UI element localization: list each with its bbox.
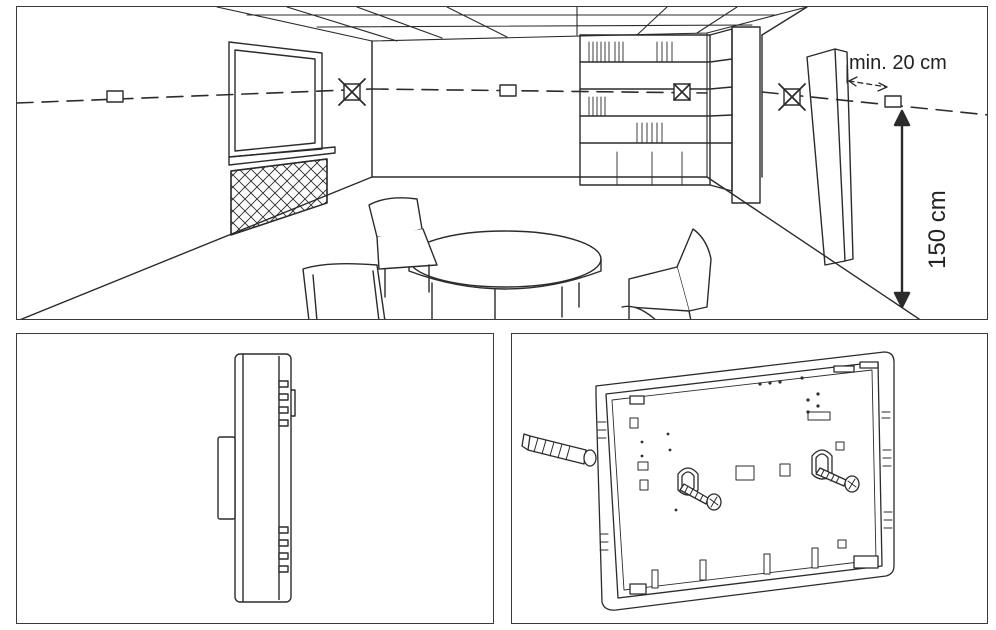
height-label: 150 cm: [924, 190, 951, 269]
wall-dowel: [521, 433, 597, 467]
screw-left: [679, 483, 722, 511]
chair-right: [621, 228, 712, 319]
allowed-position-marker: [884, 95, 902, 108]
internal-tabs: [629, 411, 847, 589]
device-side-view-panel: [16, 333, 494, 624]
device-side-view-drawing: [217, 353, 296, 603]
chair-front-left: [302, 262, 386, 319]
allowed-position-marker: [499, 84, 517, 97]
forbidden-position-marker: [338, 78, 366, 106]
ceiling-grid: [216, 7, 808, 178]
side-vents-top: [278, 380, 289, 427]
min-distance-label: min. 20 cm: [849, 52, 947, 74]
back-plate-drawing: [521, 351, 895, 611]
forbidden-positions: [338, 78, 806, 111]
screw-right: [815, 467, 860, 493]
back-plate-mounting-panel: [511, 333, 988, 624]
min-distance-dimension: [846, 64, 888, 92]
room-installation-panel: min. 20 cm 150 cm: [16, 6, 988, 320]
radiator: [230, 158, 328, 236]
plate-edge-notches-right: [881, 411, 893, 529]
chairs: [302, 197, 712, 319]
mounting-screws: [679, 467, 860, 511]
bottom-mounting-clips: [629, 555, 879, 595]
allowed-position-marker: [106, 90, 124, 103]
plate-holes: [640, 376, 820, 512]
bookshelf: [579, 26, 761, 204]
plate-edge-notches-left: [597, 421, 609, 551]
room-scene-drawing: min. 20 cm 150 cm: [17, 7, 987, 319]
chair-back-left: [368, 197, 438, 298]
forbidden-position-marker: [673, 83, 691, 101]
side-vents-bottom: [278, 526, 289, 573]
round-table: [408, 230, 602, 319]
allowed-positions: [106, 84, 902, 108]
device-side-profile: [217, 353, 296, 603]
window: [228, 41, 336, 166]
top-mounting-clips: [629, 361, 879, 405]
door: [806, 48, 854, 266]
height-dimension-arrow: [893, 109, 911, 309]
forbidden-position-marker: [778, 83, 806, 111]
